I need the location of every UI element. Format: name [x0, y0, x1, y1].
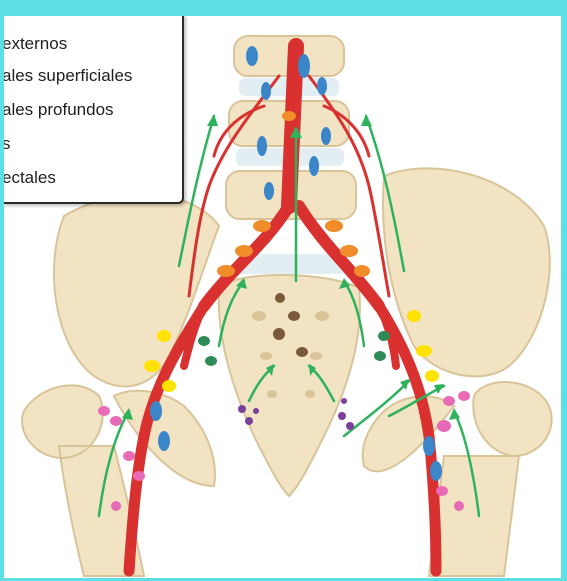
right-ischium [363, 396, 454, 471]
right-iliac-bone [383, 168, 550, 376]
sacrum [219, 275, 360, 496]
legend-item-superficiales: ales superficiales [4, 66, 132, 88]
legend-item-s: s [4, 134, 11, 156]
legend-item-profundos: ales profundos [4, 100, 114, 122]
legend-item-rectales: ectales [4, 168, 56, 190]
legend-item-externos: externos [4, 34, 67, 56]
left-iliac-bone [54, 194, 219, 386]
legend-panel: externos ales superficiales ales profund… [4, 16, 184, 204]
pelvis-illustration: externos ales superficiales ales profund… [4, 16, 561, 578]
